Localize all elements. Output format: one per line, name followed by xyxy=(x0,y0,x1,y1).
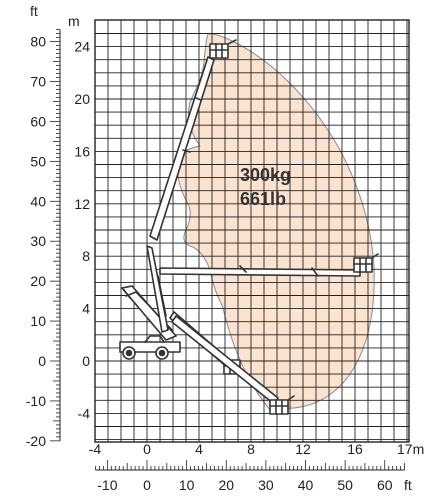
ft-axis-x-labels: -10 0 10 20 30 40 50 60 xyxy=(97,477,392,493)
ft-x-tick-label: 50 xyxy=(337,477,353,493)
boom-max-reach xyxy=(157,265,361,317)
ft-ruler-bottom xyxy=(95,460,405,471)
ft-y-tick-label: -20 xyxy=(26,433,46,449)
ft-ruler-left xyxy=(50,29,61,442)
m-y-tick-label: 0 xyxy=(82,353,90,369)
basket-top xyxy=(209,39,237,59)
m-y-tick-label: 4 xyxy=(82,301,90,317)
ft-x-tick-label: 40 xyxy=(298,477,314,493)
ft-y-tick-label: 10 xyxy=(30,313,46,329)
ft-x-tick-label: 10 xyxy=(179,477,195,493)
ft-x-tick-label: 30 xyxy=(258,477,274,493)
m-x-tick-label: 16 xyxy=(347,441,363,457)
machine-chassis xyxy=(119,335,181,360)
ft-y-tick-label: 30 xyxy=(30,233,46,249)
ft-unit-label-bottom: ft xyxy=(404,477,412,493)
m-y-tick-label: 8 xyxy=(82,248,90,264)
ft-y-tick-label: 20 xyxy=(30,273,46,289)
ft-axis-y-labels: 80 70 60 50 40 30 20 10 0 -10 -20 xyxy=(26,34,46,449)
m-y-tick-label: 20 xyxy=(74,91,90,107)
working-envelope xyxy=(177,33,375,411)
ft-y-tick-label: 80 xyxy=(30,34,46,50)
ft-x-tick-label: 0 xyxy=(143,477,151,493)
chart-frame xyxy=(94,19,410,443)
basket-max-reach xyxy=(353,253,379,273)
m-y-tick-label: 12 xyxy=(74,196,90,212)
ft-y-tick-label: 40 xyxy=(30,193,46,209)
boom-below-grade-2 xyxy=(171,315,279,405)
ft-x-tick-label: 20 xyxy=(218,477,234,493)
m-axis-x-labels: -4 0 4 8 12 16 xyxy=(89,441,363,457)
load-kg-label: 300kg xyxy=(240,165,291,185)
ft-y-tick-label: 60 xyxy=(30,113,46,129)
m-x-tick-label: 12 xyxy=(295,441,311,457)
m-unit-label-bottom: 17m xyxy=(397,441,424,457)
m-axis-y-labels: 24 20 16 12 8 4 0 -4 xyxy=(74,39,90,422)
m-unit-label-top: m xyxy=(68,13,80,29)
ft-y-tick-label: 70 xyxy=(30,73,46,89)
ft-x-tick-label: -10 xyxy=(97,477,117,493)
m-x-tick-label: -4 xyxy=(89,441,102,457)
m-y-tick-label: -4 xyxy=(78,405,91,421)
ft-unit-label-top: ft xyxy=(30,3,38,19)
ft-y-tick-label: 0 xyxy=(38,353,46,369)
m-y-tick-label: 24 xyxy=(74,39,90,55)
ft-y-tick-label: -10 xyxy=(26,393,46,409)
boom-max-height xyxy=(146,56,215,333)
m-x-tick-label: 4 xyxy=(195,441,203,457)
m-x-tick-label: 8 xyxy=(247,441,255,457)
basket-below-grade-2 xyxy=(269,395,295,415)
ft-x-tick-label: 60 xyxy=(377,477,393,493)
boom-positions xyxy=(119,39,379,415)
boom-stowed xyxy=(121,285,177,341)
m-x-tick-label: 0 xyxy=(143,441,151,457)
load-lb-label: 661lb xyxy=(240,189,286,209)
ft-y-tick-label: 50 xyxy=(30,153,46,169)
m-y-tick-label: 16 xyxy=(74,143,90,159)
